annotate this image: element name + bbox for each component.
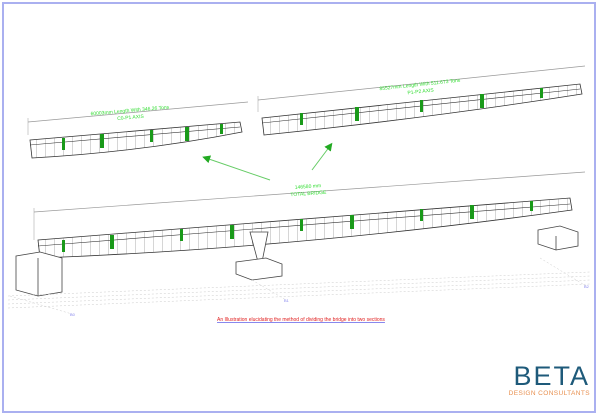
company-logo: BETA DESIGN CONSULTANTS (500, 362, 590, 397)
segment-1-axis-label: C0-P1 AXIS (117, 114, 145, 122)
total-dimension-label: 146580 mm (295, 183, 322, 191)
logo-subtitle: DESIGN CONSULTANTS (508, 390, 590, 397)
arrow-to-segment-1 (202, 155, 271, 181)
caption-text: An Illustration elucidating the method o… (217, 317, 385, 323)
segment-1-girder (27, 101, 249, 159)
total-bridge-label: TOTAL BRIDGE (290, 190, 327, 199)
grid-marker-b1: B1 (284, 298, 290, 303)
logo-brand: BETA (513, 361, 590, 391)
substructure (15, 225, 579, 297)
full-bridge-girder (33, 171, 586, 259)
figure-caption: An Illustration elucidating the method o… (0, 317, 602, 323)
grid-marker-b2: B2 (584, 284, 590, 289)
segment-2-girder (257, 65, 586, 136)
ground-grid (7, 257, 591, 315)
arrow-to-segment-2 (311, 142, 333, 171)
segment-2-axis-label: P1-P2 AXIS (407, 88, 435, 97)
grid-marker-b0: B0 (70, 312, 76, 317)
